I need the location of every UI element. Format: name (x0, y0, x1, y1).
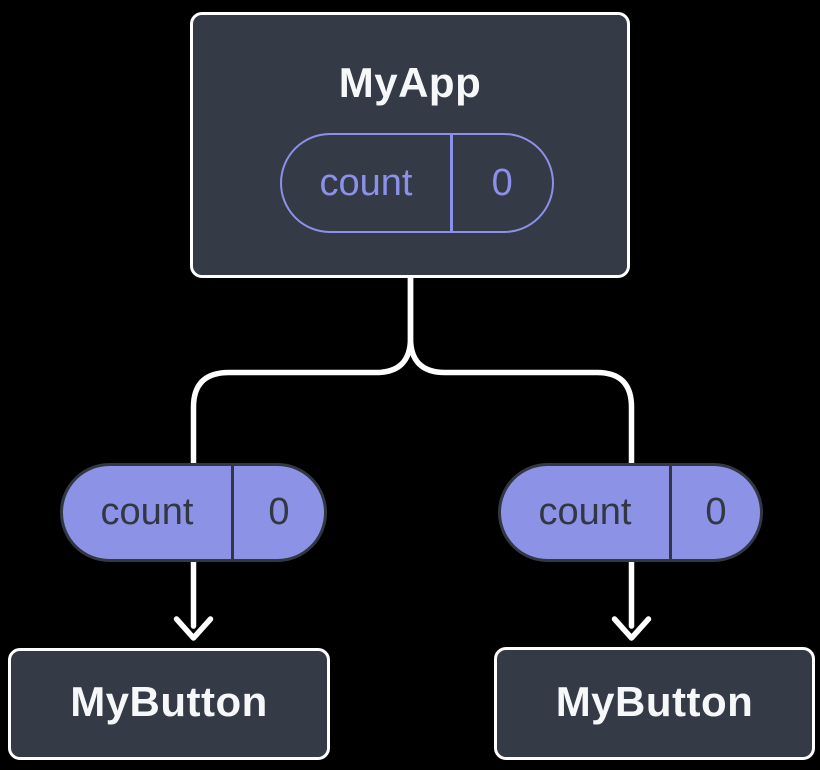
state-label: count (319, 161, 413, 204)
state-value: 0 (268, 491, 290, 533)
state-label: count (100, 491, 194, 533)
state-value: 0 (705, 491, 727, 533)
state-pill: count 0 (60, 463, 327, 562)
connector-root-to-right-branch (407, 274, 635, 464)
component-card-mybutton-right: MyButton (494, 647, 815, 760)
pill-divider (669, 466, 672, 559)
arrow-down-right-icon (611, 616, 652, 641)
pill-divider (450, 135, 453, 231)
component-title: MyButton (555, 677, 754, 725)
component-card-myapp: MyApp count 0 (190, 12, 630, 278)
component-card-mybutton-left: MyButton (8, 648, 330, 760)
state-value: 0 (491, 161, 513, 204)
pill-divider (231, 466, 234, 559)
component-title: MyButton (70, 678, 268, 726)
state-pill: count 0 (498, 463, 763, 562)
arrow-down-left-icon (173, 616, 214, 641)
connector-root-to-left-branch (190, 274, 414, 464)
state-pill: count 0 (280, 133, 554, 233)
component-title: MyApp (338, 59, 482, 106)
state-label: count (538, 491, 632, 533)
